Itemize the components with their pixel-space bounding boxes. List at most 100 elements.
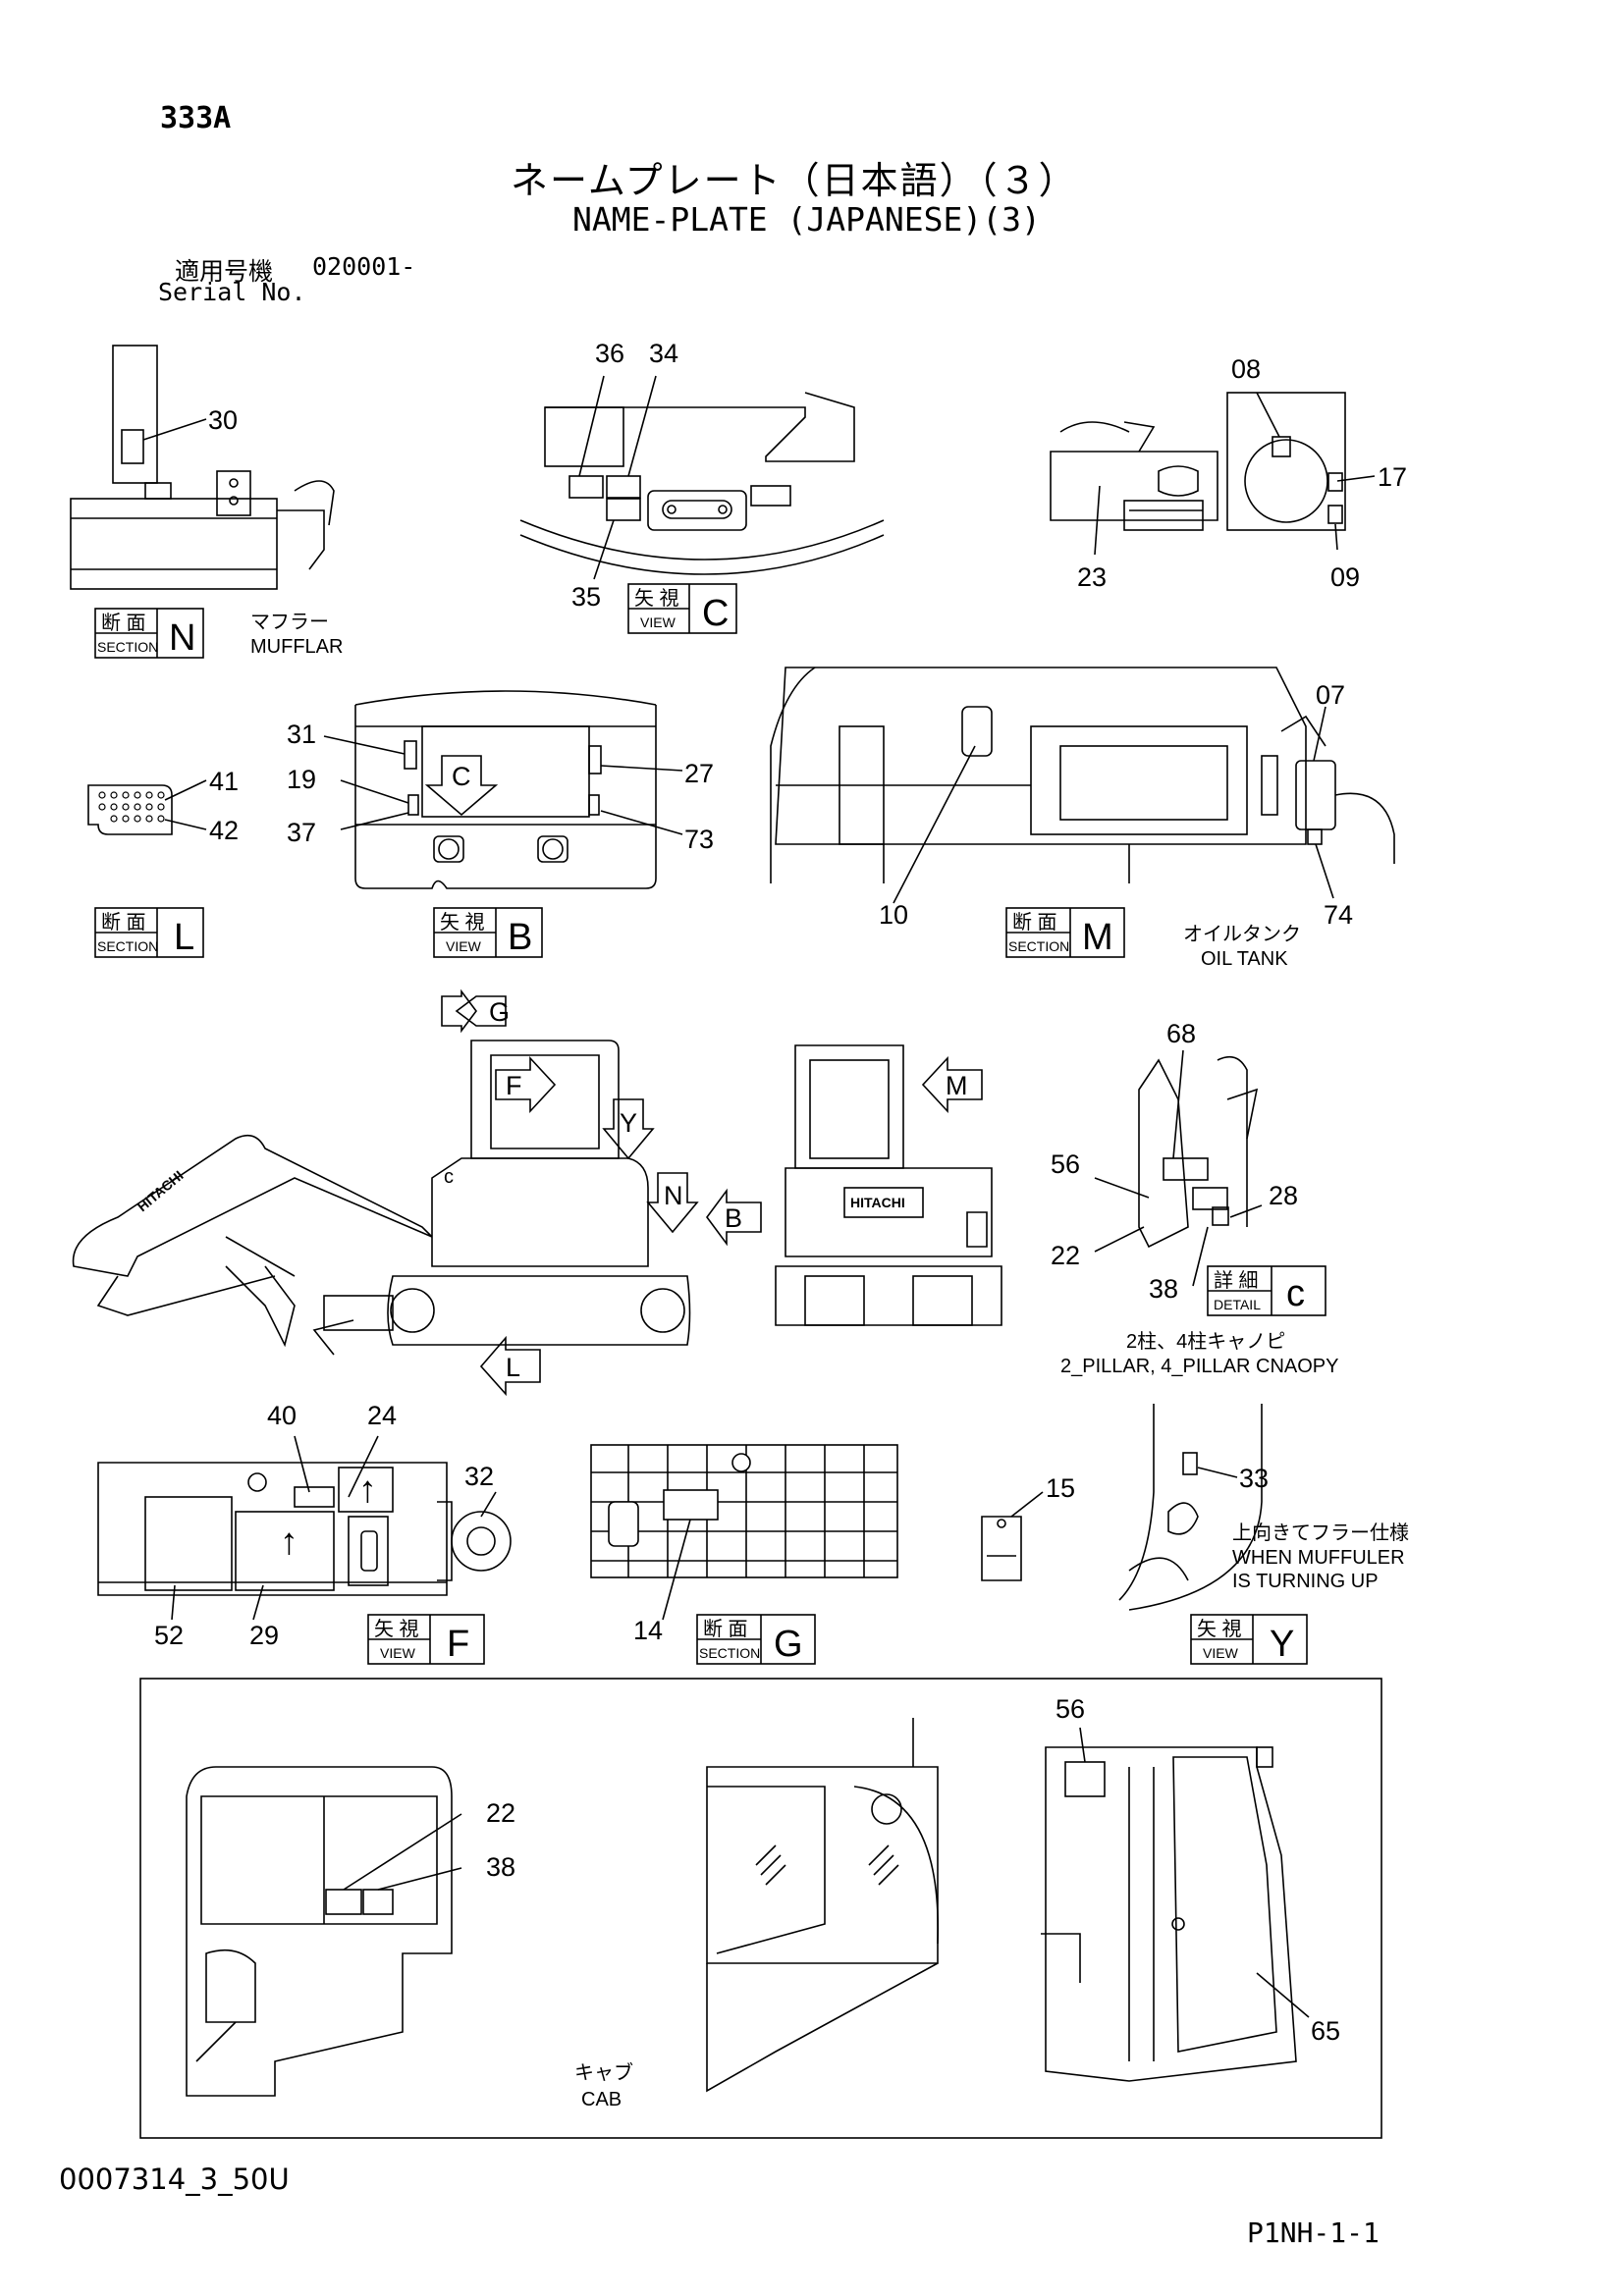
callout-29: 29	[249, 1621, 279, 1650]
callout-22-detail: 22	[1051, 1241, 1080, 1270]
callout-14: 14	[633, 1616, 663, 1645]
arrow-up-glyph-2: ↑	[280, 1522, 298, 1563]
page-code: 333A	[160, 101, 232, 135]
callout-74: 74	[1324, 900, 1353, 930]
svg-text:Y: Y	[1270, 1624, 1294, 1665]
svg-text:矢 視: 矢 視	[374, 1618, 419, 1640]
callout-10: 10	[879, 900, 908, 930]
view-box-section-l: 断 面 SECTION L	[94, 907, 204, 958]
callout-37: 37	[287, 818, 316, 847]
canopy-caption-jp: 2柱、4柱キャノピ	[1126, 1330, 1285, 1353]
svg-text:L: L	[174, 917, 194, 958]
svg-text:SECTION: SECTION	[97, 639, 158, 655]
callout-56-detail: 56	[1051, 1149, 1080, 1179]
callout-42: 42	[209, 816, 239, 845]
svg-text:詳 細: 詳 細	[1214, 1269, 1259, 1292]
callout-36: 36	[595, 339, 624, 368]
muffler-up-caption-jp: 上向きてフラー仕様	[1232, 1522, 1409, 1544]
view-arrow-f	[495, 1055, 557, 1114]
callout-52: 52	[154, 1621, 184, 1650]
svg-text:Y: Y	[620, 1108, 637, 1138]
muffler-caption-en: MUFFLAR	[250, 636, 343, 658]
drawing-number: 0007314_3_50U	[59, 2163, 290, 2196]
svg-text:F: F	[447, 1624, 469, 1665]
callout-31: 31	[287, 720, 316, 749]
svg-text:B: B	[508, 917, 532, 958]
callout-32: 32	[464, 1462, 494, 1491]
view-arrow-m	[921, 1055, 983, 1114]
muffler-up-caption-en2: IS TURNING UP	[1232, 1571, 1379, 1592]
callout-38-detail: 38	[1149, 1274, 1178, 1304]
svg-text:VIEW: VIEW	[380, 1645, 416, 1661]
svg-text:G: G	[774, 1624, 803, 1665]
svg-text:C: C	[702, 593, 729, 634]
svg-text:L: L	[506, 1353, 520, 1382]
svg-text:断 面: 断 面	[101, 612, 146, 634]
callout-15: 15	[1046, 1473, 1075, 1503]
muffler-up-caption-en1: WHEN MUFFULER	[1232, 1547, 1405, 1569]
svg-text:N: N	[169, 617, 195, 659]
excavator-front-drawing	[775, 1044, 1002, 1326]
view-box-view-b: 矢 視 VIEW B	[433, 907, 543, 958]
view-arrow-n	[646, 1172, 699, 1234]
view-arrow-y	[602, 1098, 655, 1160]
svg-text:VIEW: VIEW	[640, 614, 677, 630]
svg-text:F: F	[506, 1071, 522, 1100]
svg-text:M: M	[1082, 917, 1113, 958]
svg-text:矢 視: 矢 視	[634, 587, 679, 610]
muffler-drawing	[70, 345, 335, 590]
view-box-detail-c: 詳 細 DETAIL c	[1207, 1265, 1326, 1316]
view-arrow-b	[706, 1188, 762, 1247]
callout-65: 65	[1311, 2016, 1340, 2046]
svg-text:DETAIL: DETAIL	[1214, 1297, 1261, 1312]
callout-34: 34	[649, 339, 678, 368]
view-arrow-c-label: C	[452, 762, 471, 791]
view-box-view-f: 矢 視 VIEW F	[367, 1614, 485, 1665]
svg-text:c: c	[1286, 1273, 1305, 1314]
callout-24: 24	[367, 1401, 397, 1430]
svg-text:SECTION: SECTION	[699, 1645, 760, 1661]
callout-23: 23	[1077, 562, 1107, 592]
svg-text:M: M	[946, 1071, 968, 1100]
tag-part-drawing	[981, 1516, 1022, 1581]
brand-logo-front: HITACHI	[850, 1195, 905, 1210]
cab-middle-drawing	[706, 1718, 940, 2093]
cab-caption-jp: キャブ	[574, 2060, 633, 2084]
view-box-section-g: 断 面 SECTION G	[696, 1614, 816, 1665]
cab-frame	[139, 1678, 1382, 2139]
view-b-drawing	[354, 690, 657, 889]
callout-08: 08	[1231, 354, 1261, 384]
serial-label-english: Serial No.	[158, 278, 306, 306]
view-y-drawing	[1118, 1404, 1263, 1611]
bracket-drawing	[1050, 392, 1346, 531]
section-l-drawing	[87, 784, 173, 835]
svg-text:矢 視: 矢 視	[440, 911, 485, 934]
view-f-drawing	[97, 1462, 448, 1596]
muffler-caption-jp: マフラー	[250, 612, 329, 633]
callout-17: 17	[1378, 462, 1407, 492]
svg-text:VIEW: VIEW	[446, 938, 482, 954]
section-g-drawing	[590, 1444, 898, 1578]
callout-19: 19	[287, 765, 316, 794]
svg-text:矢 視: 矢 視	[1197, 1618, 1242, 1640]
callout-35: 35	[571, 582, 601, 612]
arrow-up-glyph-1: ↑	[358, 1469, 377, 1511]
view-c-drawing	[519, 392, 885, 575]
callout-73: 73	[684, 825, 714, 854]
detail-c-drawing	[1138, 1055, 1259, 1249]
callout-56-cab: 56	[1056, 1694, 1085, 1724]
svg-text:SECTION: SECTION	[97, 938, 158, 954]
oil-tank-caption-jp: オイルタンク	[1183, 923, 1301, 945]
serial-value: 020001-	[312, 252, 416, 281]
svg-text:G: G	[489, 997, 510, 1027]
title-japanese: ネームプレート（日本語）（３）	[511, 159, 1078, 202]
callout-07: 07	[1316, 680, 1345, 710]
oil-tank-caption-en: OIL TANK	[1201, 948, 1288, 970]
callout-68: 68	[1166, 1019, 1196, 1048]
svg-text:N: N	[664, 1181, 683, 1210]
svg-text:VIEW: VIEW	[1203, 1645, 1239, 1661]
page-reference: P1NH-1-1	[1247, 2216, 1380, 2249]
section-m-drawing	[770, 667, 1395, 883]
view-arrow-c-small: c	[444, 1166, 454, 1188]
